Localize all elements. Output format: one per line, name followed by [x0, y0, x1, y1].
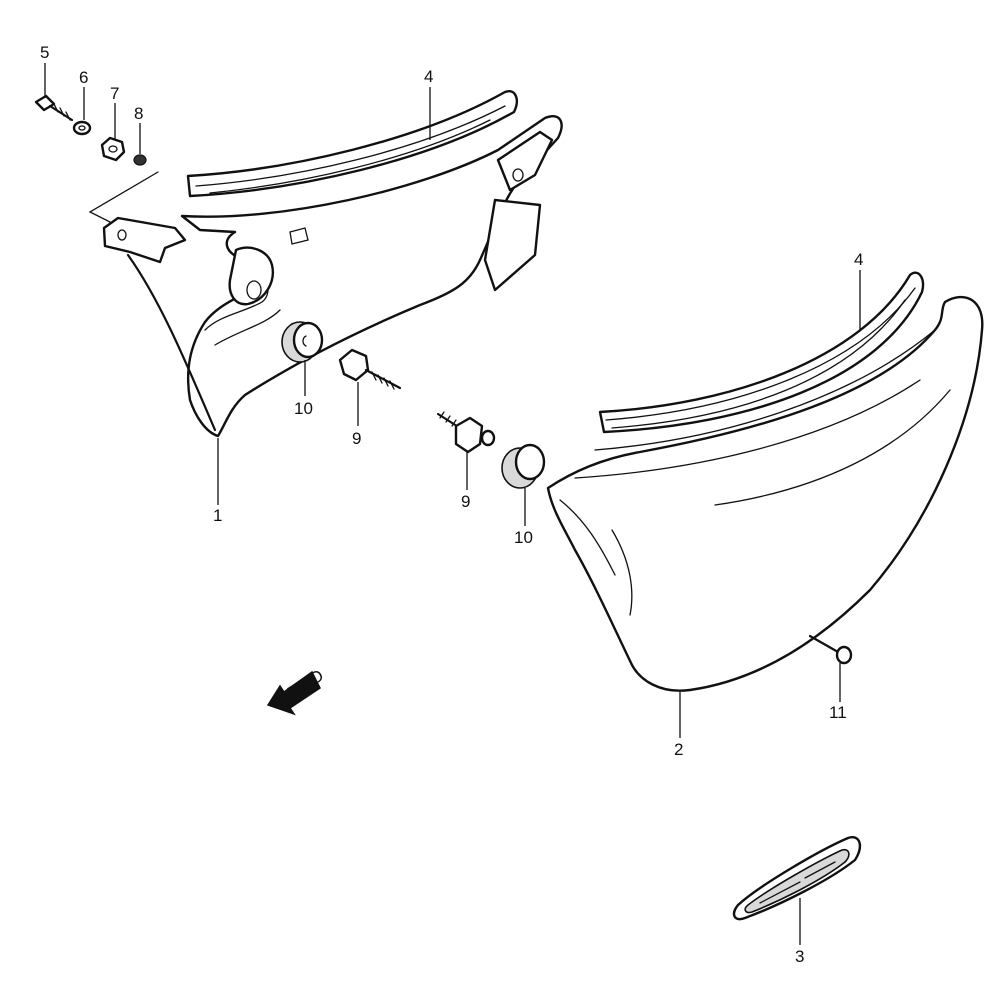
left-frame-cover-part [102, 90, 563, 438]
left-trim-strip [186, 90, 518, 198]
callout-1: 1 [213, 506, 222, 525]
right-cover-body [546, 296, 984, 692]
right-frame-cover-part [546, 271, 984, 692]
grommet-right [501, 443, 546, 489]
callout-10-right: 10 [514, 528, 533, 547]
washer-part [72, 120, 92, 136]
callout-7: 7 [110, 84, 119, 103]
right-trim-strip [598, 271, 925, 434]
callout-2: 2 [674, 740, 683, 759]
small-grommet-part [133, 154, 147, 166]
left-cover-mount-tab [102, 216, 187, 264]
callout-4-right: 4 [854, 250, 863, 269]
callout-11: 11 [829, 703, 847, 722]
screw-right [436, 411, 496, 454]
callout-5: 5 [40, 43, 49, 62]
callout-9-left: 9 [352, 429, 361, 448]
callout-9-right: 9 [461, 492, 470, 511]
bolt-part [34, 94, 74, 122]
callout-10-left: 10 [294, 399, 313, 418]
screw-11-part [808, 634, 853, 665]
callout-4-left: 4 [424, 67, 433, 86]
emblem-part [732, 836, 862, 921]
screw-left [338, 348, 402, 390]
callout-8: 8 [134, 104, 143, 123]
callout-6: 6 [79, 68, 88, 87]
assembly-guide-line [88, 171, 159, 223]
nut-part [100, 136, 126, 162]
grommet-left [281, 321, 324, 363]
callout-3: 3 [795, 947, 804, 966]
fwd-arrow-icon: FWD [266, 666, 327, 716]
